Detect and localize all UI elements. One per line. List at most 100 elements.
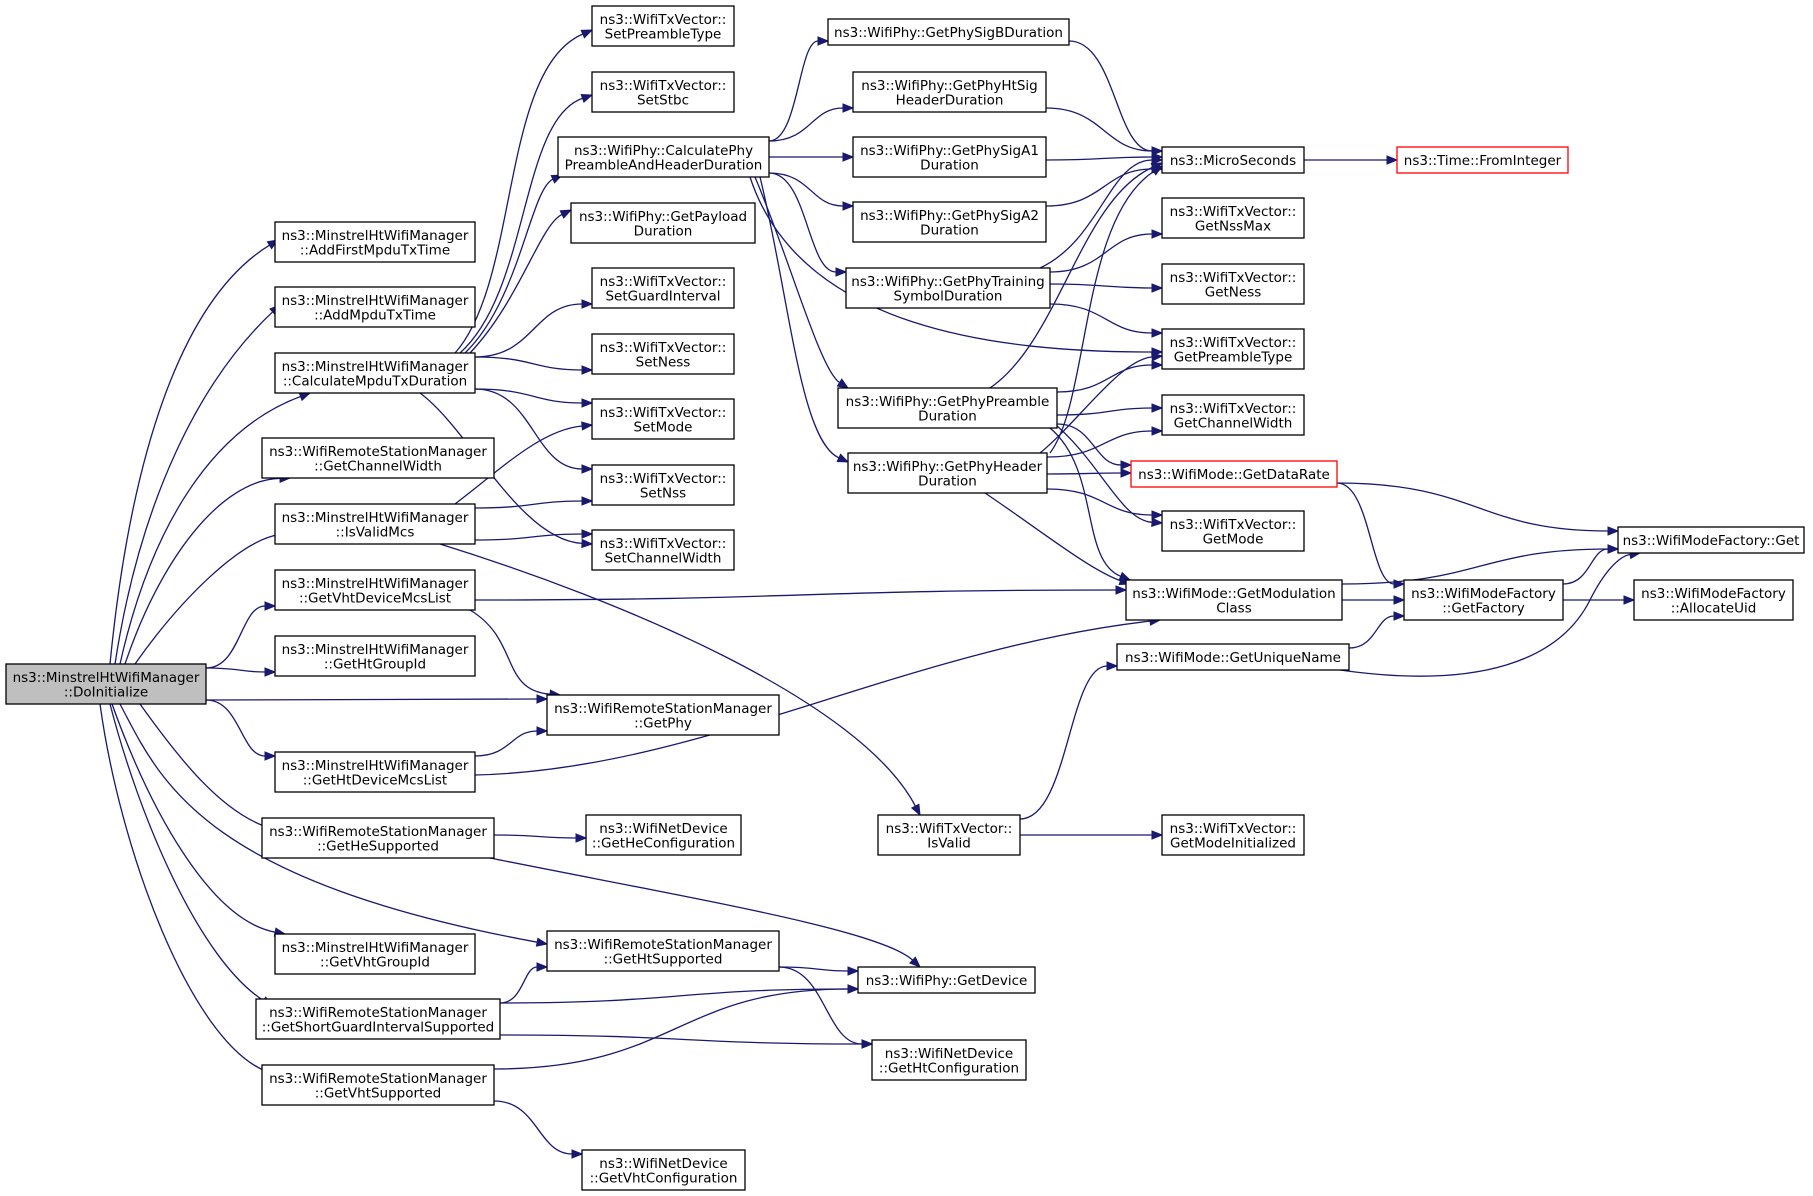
node-box	[591, 5, 735, 47]
node-factoryGet[interactable]: ns3::WifiModeFactory::Get	[1617, 526, 1805, 554]
edge-line	[489, 857, 914, 961]
node-label: ns3::WifiTxVector::	[1170, 821, 1297, 837]
node-modeInit[interactable]: ns3::WifiTxVector::GetModeInitialized	[1161, 814, 1305, 856]
node-heSupported[interactable]: ns3::WifiRemoteStationManager::GetHeSupp…	[261, 817, 495, 859]
node-getDevice[interactable]: ns3::WifiPhy::GetDevice	[857, 966, 1036, 994]
node-label: ns3::WifiTxVector::	[600, 536, 727, 552]
node-vhtSupported[interactable]: ns3::WifiRemoteStationManager::GetVhtSup…	[261, 1064, 495, 1106]
edge-line	[1336, 482, 1609, 532]
node-getPreambleType[interactable]: ns3::WifiTxVector::GetPreambleType	[1161, 328, 1305, 370]
node-htGroupId[interactable]: ns3::MinstrelHtWifiManager::GetHtGroupId	[274, 635, 476, 677]
node-getPhy[interactable]: ns3::WifiRemoteStationManager::GetPhy	[546, 694, 780, 736]
node-vhtConfig[interactable]: ns3::WifiNetDevice::GetVhtConfiguration	[581, 1149, 746, 1191]
node-box	[1161, 197, 1305, 239]
edge-line	[1336, 482, 1395, 585]
node-getCW[interactable]: ns3::WifiTxVector::GetChannelWidth	[1161, 394, 1305, 436]
edge-arrowhead	[1151, 146, 1164, 156]
node-uniqueName[interactable]: ns3::WifiMode::GetUniqueName	[1116, 643, 1350, 671]
node-htMcsList[interactable]: ns3::MinstrelHtWifiManager::GetHtDeviceM…	[274, 751, 476, 793]
node-calcMpdu[interactable]: ns3::MinstrelHtWifiManager::CalculateMpd…	[274, 352, 476, 394]
edge-line	[768, 40, 819, 142]
edge-vhtMcsList-to-modClass	[474, 585, 1128, 601]
node-calcPreamble[interactable]: ns3::WifiPhy::CalculatePhyPreambleAndHea…	[557, 136, 770, 178]
node-box	[261, 437, 495, 479]
node-box	[274, 503, 476, 545]
node-setMode[interactable]: ns3::WifiTxVector::SetMode	[591, 398, 735, 440]
node-label: ns3::WifiTxVector::	[1170, 204, 1297, 220]
edge-line	[469, 213, 563, 354]
node-setGI[interactable]: ns3::WifiTxVector::SetGuardInterval	[591, 267, 735, 309]
edge-arrowhead	[842, 201, 855, 211]
node-box	[845, 267, 1051, 309]
node-training[interactable]: ns3::WifiPhy::GetPhyTrainingSymbolDurati…	[845, 267, 1051, 309]
node-label: Duration	[918, 408, 977, 424]
edge-sgiSupported-to-getDevice	[499, 984, 860, 1004]
node-rsmChannelWidth[interactable]: ns3::WifiRemoteStationManager::GetChanne…	[261, 437, 495, 479]
node-setCW[interactable]: ns3::WifiTxVector::SetChannelWidth	[591, 529, 735, 571]
node-box	[1125, 579, 1343, 621]
node-micro[interactable]: ns3::MicroSeconds	[1161, 146, 1305, 174]
node-root[interactable]: ns3::MinstrelHtWifiManager::DoInitialize	[5, 663, 207, 705]
node-box	[871, 1039, 1027, 1081]
node-getMode[interactable]: ns3::WifiTxVector::GetMode	[1161, 510, 1305, 552]
edge-arrowhead	[1151, 517, 1164, 528]
edge-line	[1045, 168, 1153, 207]
edge-line	[1039, 159, 1153, 269]
node-label: GetNssMax	[1195, 218, 1271, 234]
node-vhtMcsList[interactable]: ns3::MinstrelHtWifiManager::GetVhtDevice…	[274, 569, 476, 611]
node-txIsValid[interactable]: ns3::WifiTxVector::IsValid	[877, 814, 1021, 856]
node-label: ::AddMpduTxTime	[314, 307, 436, 323]
node-label: ns3::WifiPhy::GetPhyTraining	[851, 274, 1044, 290]
node-htSupported[interactable]: ns3::WifiRemoteStationManager::GetHtSupp…	[546, 930, 780, 972]
node-addMpdu[interactable]: ns3::MinstrelHtWifiManager::AddMpduTxTim…	[274, 286, 476, 328]
node-allocUid[interactable]: ns3::WifiModeFactory::AllocateUid	[1633, 579, 1794, 621]
node-label: ns3::MinstrelHtWifiManager	[13, 670, 200, 686]
node-box	[591, 333, 735, 375]
node-addFirst[interactable]: ns3::MinstrelHtWifiManager::AddFirstMpdu…	[274, 221, 476, 263]
node-htConfig[interactable]: ns3::WifiNetDevice::GetHtConfiguration	[871, 1039, 1027, 1081]
edge-line	[469, 609, 551, 695]
node-label: ::AddFirstMpduTxTime	[300, 242, 450, 258]
edge-line	[1049, 419, 1153, 523]
node-isValidMcs[interactable]: ns3::MinstrelHtWifiManager::IsValidMcs	[274, 503, 476, 545]
node-setNess[interactable]: ns3::WifiTxVector::SetNess	[591, 333, 735, 375]
node-setPreamble[interactable]: ns3::WifiTxVector::SetPreambleType	[591, 5, 735, 47]
edge-arrowhead	[264, 601, 277, 611]
node-label: ::GetVhtGroupId	[320, 954, 430, 970]
node-nssMax[interactable]: ns3::WifiTxVector::GetNssMax	[1161, 197, 1305, 239]
node-box	[274, 751, 476, 793]
edge-line	[1056, 407, 1153, 416]
edge-line	[1056, 364, 1153, 393]
edge-root-to-vhtMcsList	[205, 601, 277, 669]
node-label: PreambleAndHeaderDuration	[565, 157, 763, 173]
edge-line	[454, 33, 584, 354]
node-heConfig[interactable]: ns3::WifiNetDevice::GetHeConfiguration	[585, 814, 742, 856]
node-setNss[interactable]: ns3::WifiTxVector::SetNss	[591, 464, 735, 506]
node-label: SetPreambleType	[605, 26, 722, 42]
node-setStbc[interactable]: ns3::WifiTxVector::SetStbc	[591, 71, 735, 113]
node-dataRate[interactable]: ns3::WifiMode::GetDataRate	[1130, 460, 1338, 488]
edge-arrowhead	[1607, 544, 1620, 554]
edge-training-to-micro	[1039, 155, 1164, 269]
node-fromInteger[interactable]: ns3::Time::FromInteger	[1396, 146, 1569, 174]
node-sigB[interactable]: ns3::WifiPhy::GetPhySigBDuration	[827, 18, 1070, 46]
node-label: ns3::WifiPhy::GetPhyPreamble	[846, 394, 1050, 410]
node-getNess[interactable]: ns3::WifiTxVector::GetNess	[1161, 263, 1305, 305]
node-sgiSupported[interactable]: ns3::WifiRemoteStationManager::GetShortG…	[255, 998, 501, 1040]
node-vhtGroupId[interactable]: ns3::MinstrelHtWifiManager::GetVhtGroupI…	[274, 933, 476, 975]
edges-layer	[99, 29, 1642, 1159]
edge-line	[759, 176, 840, 459]
node-getFactory[interactable]: ns3::WifiModeFactory::GetFactory	[1403, 579, 1564, 621]
node-label: ns3::WifiRemoteStationManager	[554, 937, 772, 953]
node-box	[5, 663, 207, 705]
edge-line	[454, 425, 583, 505]
edge-line	[768, 172, 837, 273]
